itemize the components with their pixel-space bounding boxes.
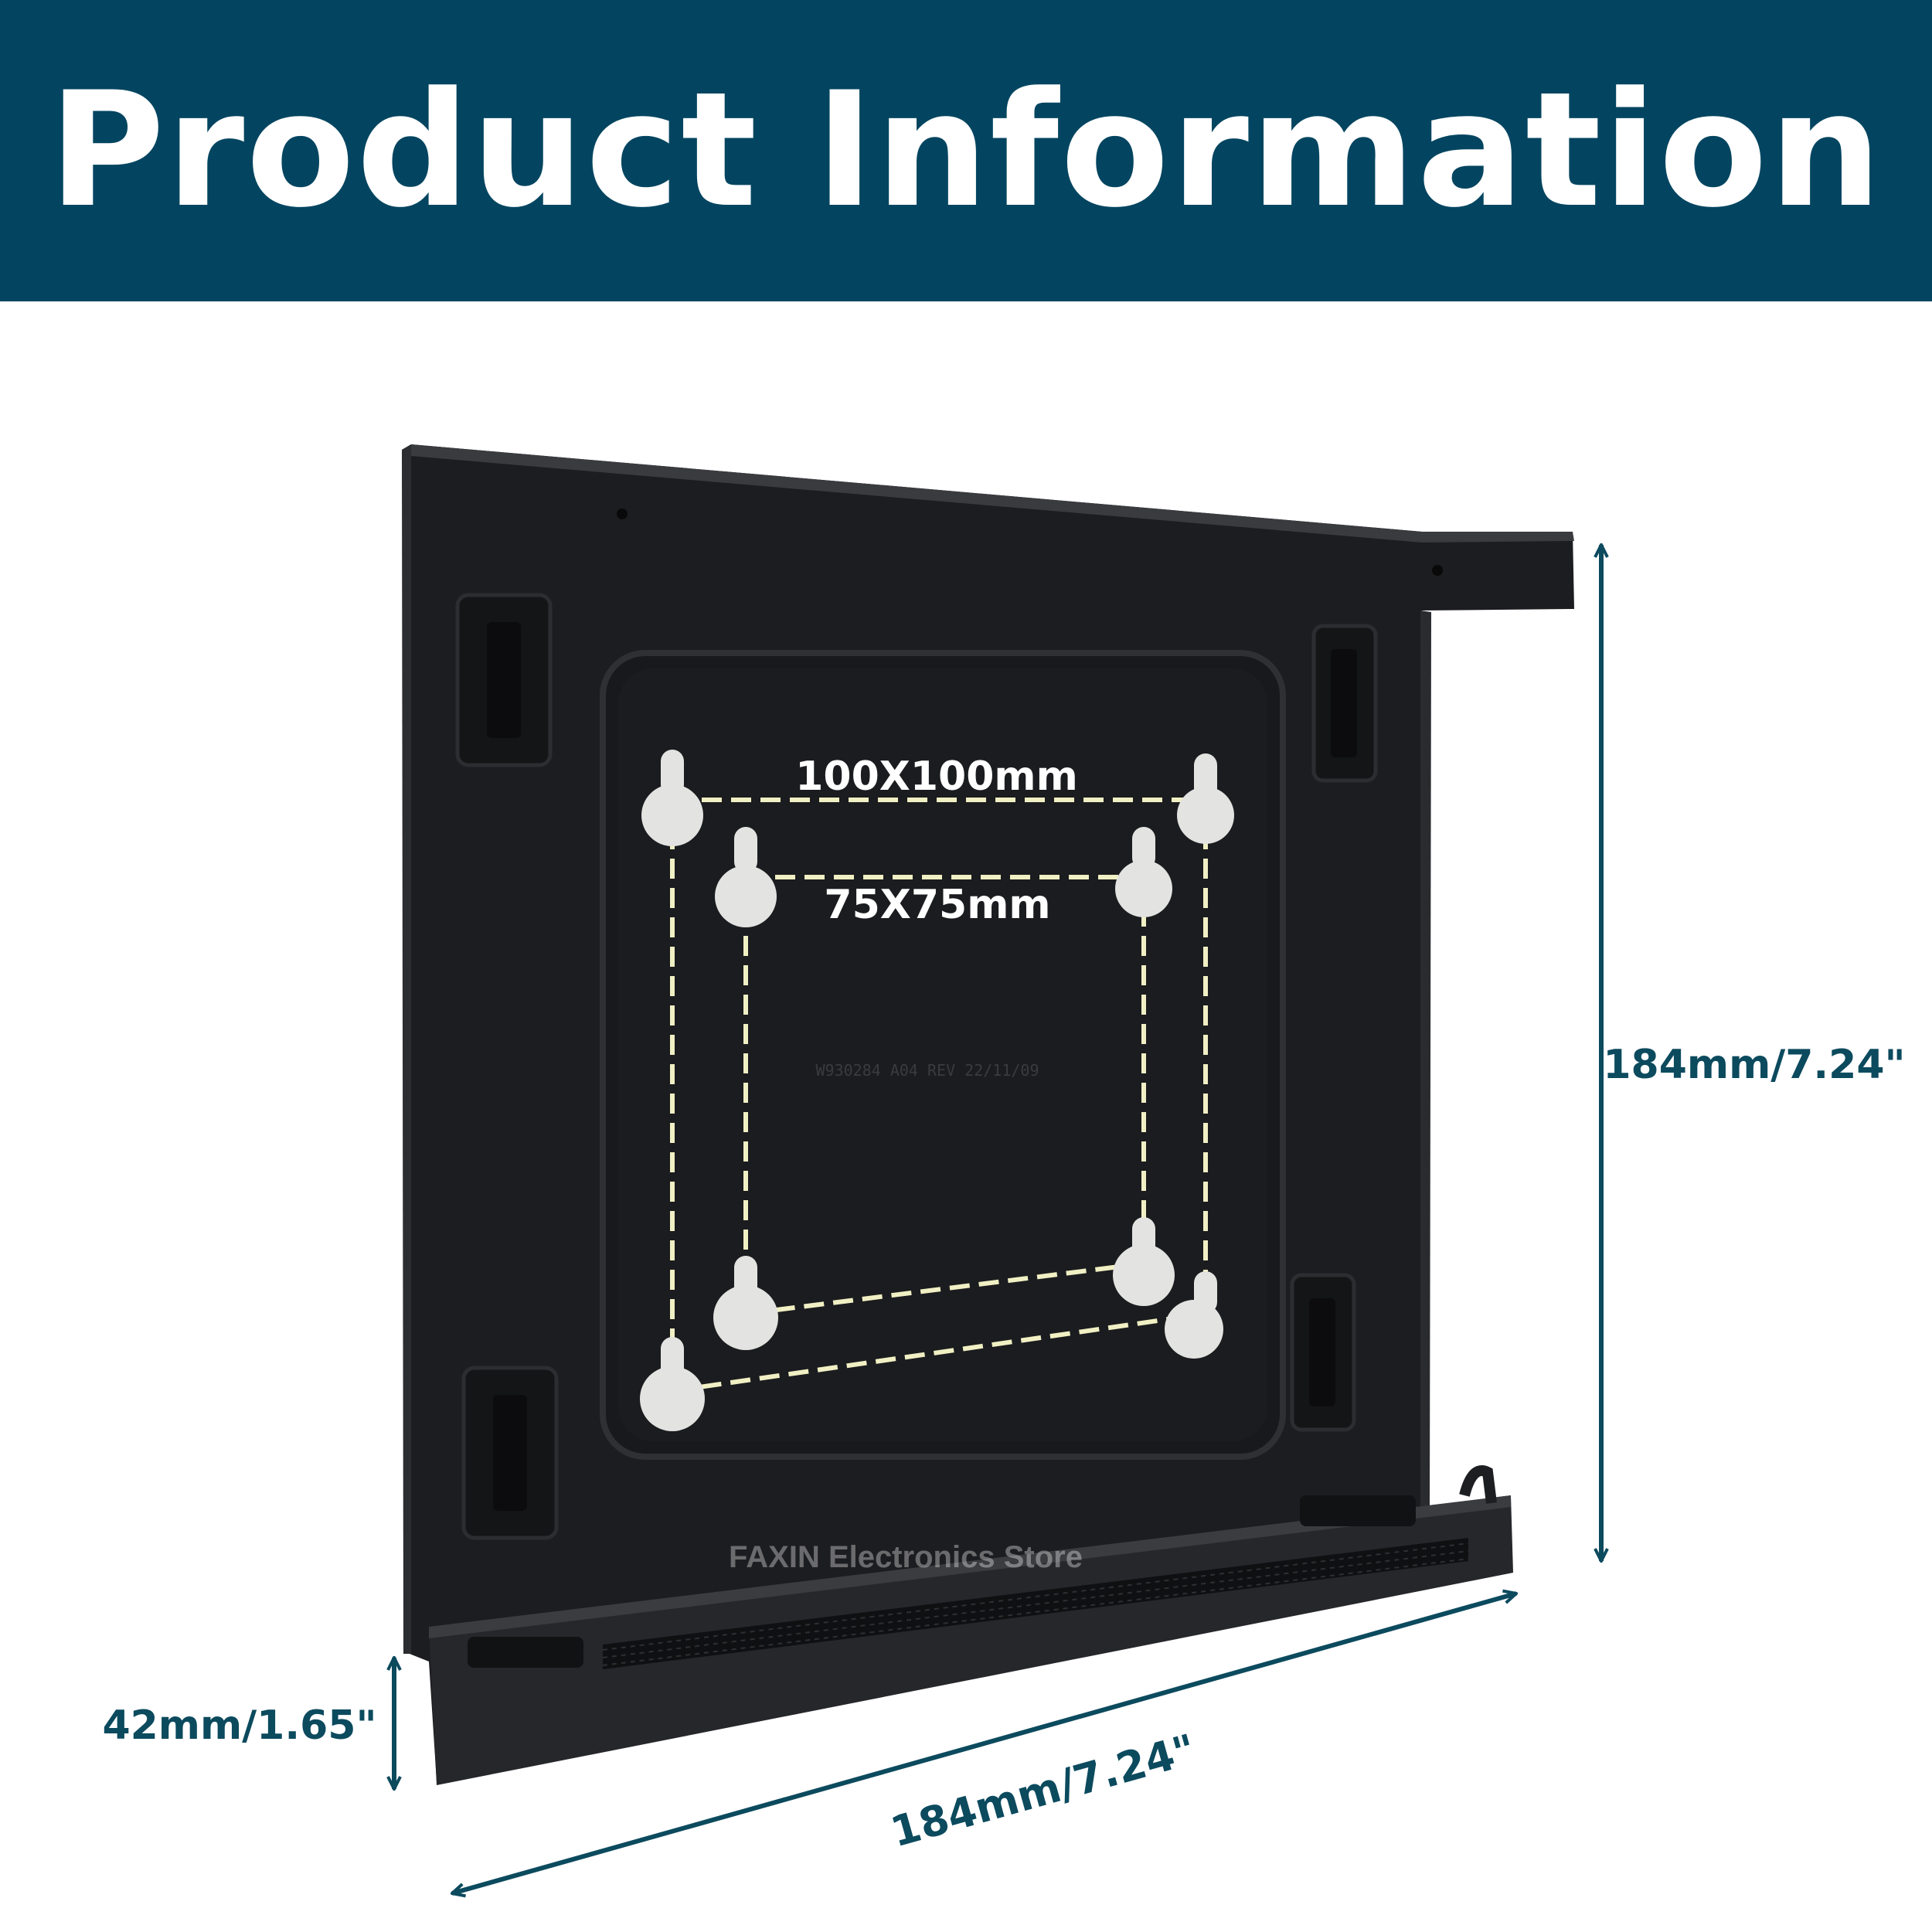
header-banner: Product Information	[0, 0, 1932, 301]
keyhole-100-top-right	[1177, 753, 1234, 844]
keyhole-100-top-left	[641, 750, 703, 846]
vesa-100-outline	[670, 798, 1208, 1393]
keyhole-75-bottom-left	[713, 1256, 778, 1350]
keyhole-slots	[640, 750, 1234, 1431]
keyhole-75-top-left	[715, 827, 777, 927]
part-stamp: W930284 A04 REV 22/11/09	[816, 1061, 1039, 1080]
rubber-foot-bottom-left	[461, 1366, 559, 1540]
rubber-foot-top-left	[455, 593, 553, 767]
page-title: Product Information	[48, 58, 1884, 243]
mounting-bracket	[402, 444, 1574, 1785]
keyhole-75-top-right	[1115, 827, 1172, 917]
depth-dimension-label: 42mm/1.65"	[102, 1702, 376, 1749]
lip-tab-right	[1300, 1495, 1416, 1526]
vesa-100-label: 100X100mm	[795, 753, 1078, 800]
keyhole-75-bottom-right	[1113, 1217, 1175, 1306]
rubber-foot-bottom-right	[1290, 1273, 1356, 1432]
keyhole-100-bottom-right	[1165, 1271, 1223, 1359]
screw-hole-top-right	[1432, 565, 1443, 576]
vesa-75-outline	[743, 875, 1146, 1316]
screw-hole-top	[617, 509, 628, 519]
rubber-foot-top-right	[1311, 624, 1378, 783]
height-dimension-label: 184mm/7.24"	[1603, 1042, 1905, 1088]
vesa-75-label: 75X75mm	[824, 882, 1050, 928]
keyhole-100-bottom-left	[640, 1337, 705, 1431]
bracket-top-flange	[411, 444, 1574, 543]
store-watermark: FAXIN Electronics Store	[729, 1540, 1083, 1574]
width-arrow	[452, 1594, 1516, 1893]
bracket-side-wall	[1420, 611, 1431, 1526]
lip-tab-left	[468, 1637, 583, 1668]
width-dimension-label: 184mm/7.24"	[886, 1725, 1201, 1857]
bracket-hook	[1459, 1465, 1497, 1504]
product-photo: W930284 A04 REV 22/11/09	[102, 444, 1906, 1932]
